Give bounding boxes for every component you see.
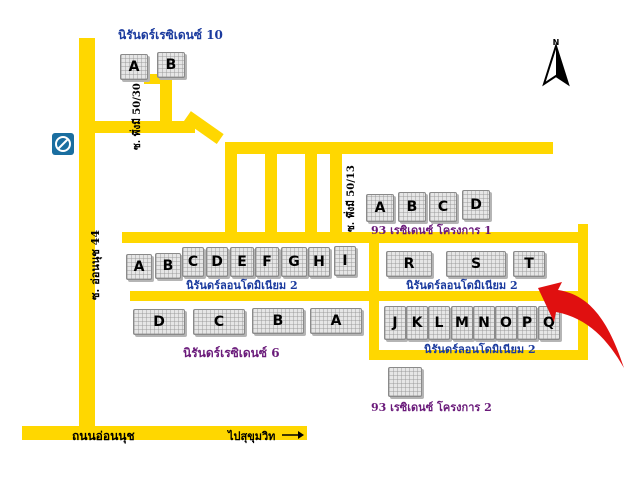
building-D: D (206, 247, 228, 277)
building-C: C (193, 309, 245, 335)
label-niran-lomo-2-left: นิรันดร์ลอนโดมิเนียม 2 (186, 279, 298, 292)
building-F: F (255, 247, 279, 277)
building-T: T (513, 251, 545, 277)
direction-arrow-icon (282, 431, 304, 439)
building-C: C (429, 192, 457, 222)
road-between-rows (130, 291, 587, 301)
building-M: M (451, 306, 473, 340)
building-R: R (386, 251, 432, 277)
building-L: L (428, 306, 450, 340)
road-soi-50-30-stub-top (144, 74, 172, 84)
label-niran-residence-6: นิรันดร์เรซิเดนซ์ 6 (183, 346, 280, 360)
building-B: B (398, 192, 426, 222)
road-middle-horizontal (122, 232, 587, 243)
label-niran-residence-10: นิรันดร์เรซิเดนซ์ 10 (118, 28, 223, 42)
label-soi-phuengmee-50-13: ซ. พึ่งมี 50/13 (346, 165, 357, 232)
north-arrow-icon: N (542, 38, 570, 87)
building-H: H (308, 247, 330, 277)
road-vertical-2 (265, 142, 277, 242)
road-soi-50-13 (330, 142, 342, 242)
bank-logo-icon (52, 133, 74, 155)
label-niran-lomo-2-right-lower: นิรันดร์ลอนโดมิเนียม 2 (424, 343, 536, 356)
road-inner-vertical (369, 232, 379, 358)
label-soi-phuengmee-50-30: ซ. พึ่งมี 50/30 (132, 83, 143, 150)
label-niran-lomo-2-right-upper: นิรันดร์ลอนโดมิเนียม 2 (406, 279, 518, 292)
building-B: B (157, 52, 185, 78)
building-B: B (155, 253, 181, 279)
road-soi-50-30-stub (160, 74, 172, 129)
road-right-vertical (578, 224, 588, 358)
building-93-project-2 (388, 367, 422, 397)
building-J: J (384, 306, 406, 340)
red-entrance-arrow-icon (538, 282, 624, 368)
road-vertical-1 (225, 142, 237, 242)
building-B: B (252, 308, 304, 334)
label-93-project-2: 93 เรซิเดนซ์ โครงการ 2 (371, 401, 492, 414)
building-P: P (517, 306, 537, 340)
building-A: A (366, 194, 394, 222)
building-C: C (182, 247, 204, 277)
building-N: N (473, 306, 495, 340)
building-O: O (495, 306, 517, 340)
label-soi-on-nut-44: ซ. อ่อนนุช 44 (89, 230, 102, 300)
label-93-project-1: 93 เรซิเดนซ์ โครงการ 1 (371, 224, 492, 237)
building-A: A (126, 254, 152, 280)
building-E: E (230, 247, 254, 277)
road-on-nut (22, 426, 307, 440)
building-K: K (406, 306, 428, 340)
label-to-sukhumvit: ไปสุขุมวิท (228, 430, 276, 443)
road-right-bottom (369, 350, 588, 360)
label-on-nut-road: ถนนอ่อนนุช (72, 429, 135, 443)
building-I: I (334, 246, 356, 276)
svg-text:N: N (553, 38, 560, 47)
road-on-nut-44 (79, 38, 95, 438)
road-upper-horizontal-left (95, 121, 195, 133)
road-vertical-3 (305, 142, 317, 242)
building-G: G (281, 247, 307, 277)
building-A: A (120, 54, 148, 80)
building-D: D (462, 190, 490, 220)
building-A: A (310, 308, 362, 334)
building-S: S (446, 251, 506, 277)
building-D: D (133, 309, 185, 335)
